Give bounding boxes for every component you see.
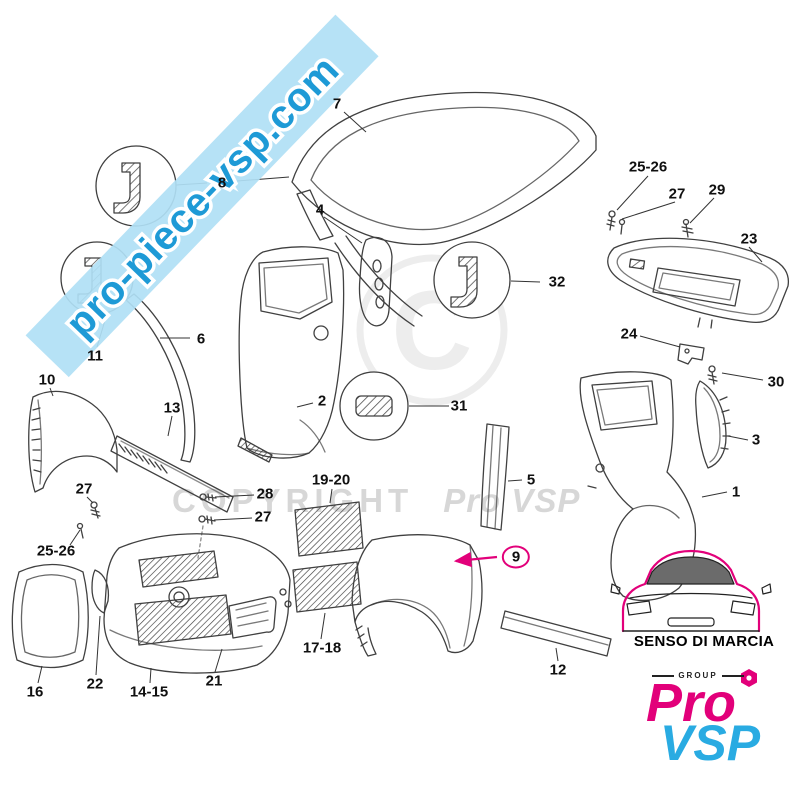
part-label-21-28: 21 (205, 672, 223, 690)
bolt-icon (741, 669, 757, 687)
part-19-20-grille (294, 501, 364, 557)
part-14-15-front-bumper (103, 533, 292, 674)
part-label-4-2: 4 (315, 201, 325, 219)
part-label-16-25: 16 (26, 683, 44, 701)
part-12-sill-strip (500, 610, 612, 657)
part-label-12-30: 12 (549, 661, 567, 679)
part-17-18-grille (292, 561, 362, 613)
part-3-rear-trim (694, 380, 731, 469)
part-label-22-26: 22 (86, 675, 104, 693)
part-13-rocker-panel (110, 435, 234, 513)
part-24-bracket (677, 343, 705, 365)
copyright-watermark-brand: Pro VSP (443, 482, 581, 519)
part-1-rear-quarter-panel (579, 371, 697, 602)
part-label-28-20: 28 (256, 485, 274, 503)
group-divider: GROUP (652, 671, 744, 680)
part-label-25-26-3: 25-26 (628, 158, 668, 176)
leader-lines (37, 111, 764, 684)
part-label-24-8: 24 (620, 325, 638, 343)
logo-vsp: VSP (660, 715, 761, 771)
part-21-headlight (228, 596, 277, 639)
part-5-pillar-strip (480, 423, 510, 531)
part-label-27-21: 27 (254, 508, 272, 526)
part-29-bolt (681, 218, 694, 238)
part-25-26-27-screws-top (606, 210, 626, 235)
part-label-32-7: 32 (548, 273, 566, 291)
grommet-callout-31 (339, 371, 409, 441)
seal-profile-callout-32 (433, 241, 511, 319)
part-label-5-18: 5 (526, 471, 536, 489)
part-label-11-10: 11 (87, 347, 103, 365)
group-rule-right (721, 674, 744, 677)
part-28-27-screws (197, 493, 217, 559)
part-label-30-9: 30 (767, 373, 785, 391)
part-label-9-24: 9 (501, 545, 531, 569)
part-label-27-4: 27 (668, 185, 686, 203)
part-30-screw (707, 365, 718, 385)
part-label-13-13: 13 (163, 399, 181, 417)
part-16-window-seal (11, 563, 89, 669)
part-10-front-fender-left (28, 390, 118, 493)
part-label-25-26-23: 25-26 (36, 542, 76, 560)
part-label-2-14: 2 (317, 392, 327, 410)
part-9-front-fender (351, 534, 483, 657)
part-label-31-15: 31 (450, 397, 468, 415)
part-label-19-20-22: 19-20 (311, 471, 351, 489)
driving-direction-label: SENSO DI MARCIA (633, 633, 775, 650)
part-label-14-15-27: 14-15 (129, 683, 169, 701)
part-27-screw-left (90, 501, 101, 519)
group-rule-left (652, 674, 675, 677)
part-label-17-18-29: 17-18 (302, 639, 342, 657)
part-label-23-6: 23 (740, 230, 758, 248)
part-2-quarter-panel (237, 246, 345, 463)
logo-car-sketch (610, 549, 772, 633)
part-label-29-5: 29 (708, 181, 726, 199)
part-label-7-0: 7 (332, 95, 342, 113)
group-label: GROUP (678, 671, 718, 680)
part-label-1-17: 1 (731, 483, 741, 501)
part-label-10-12: 10 (38, 371, 56, 389)
part-7-roof-panel (291, 91, 597, 327)
part-6-11-pillar-trim (125, 293, 196, 463)
part-label-6-11: 6 (196, 330, 206, 348)
part-23-rear-panel (607, 237, 790, 329)
part-label-8-1: 8 (217, 174, 227, 192)
highlight-arrow (453, 551, 498, 568)
part-25-26-screw-left (76, 522, 84, 539)
part-label-3-16: 3 (751, 431, 761, 449)
part-label-27-19: 27 (75, 480, 93, 498)
logo-pro: Pro (646, 673, 737, 733)
part-4-trim (358, 236, 393, 327)
